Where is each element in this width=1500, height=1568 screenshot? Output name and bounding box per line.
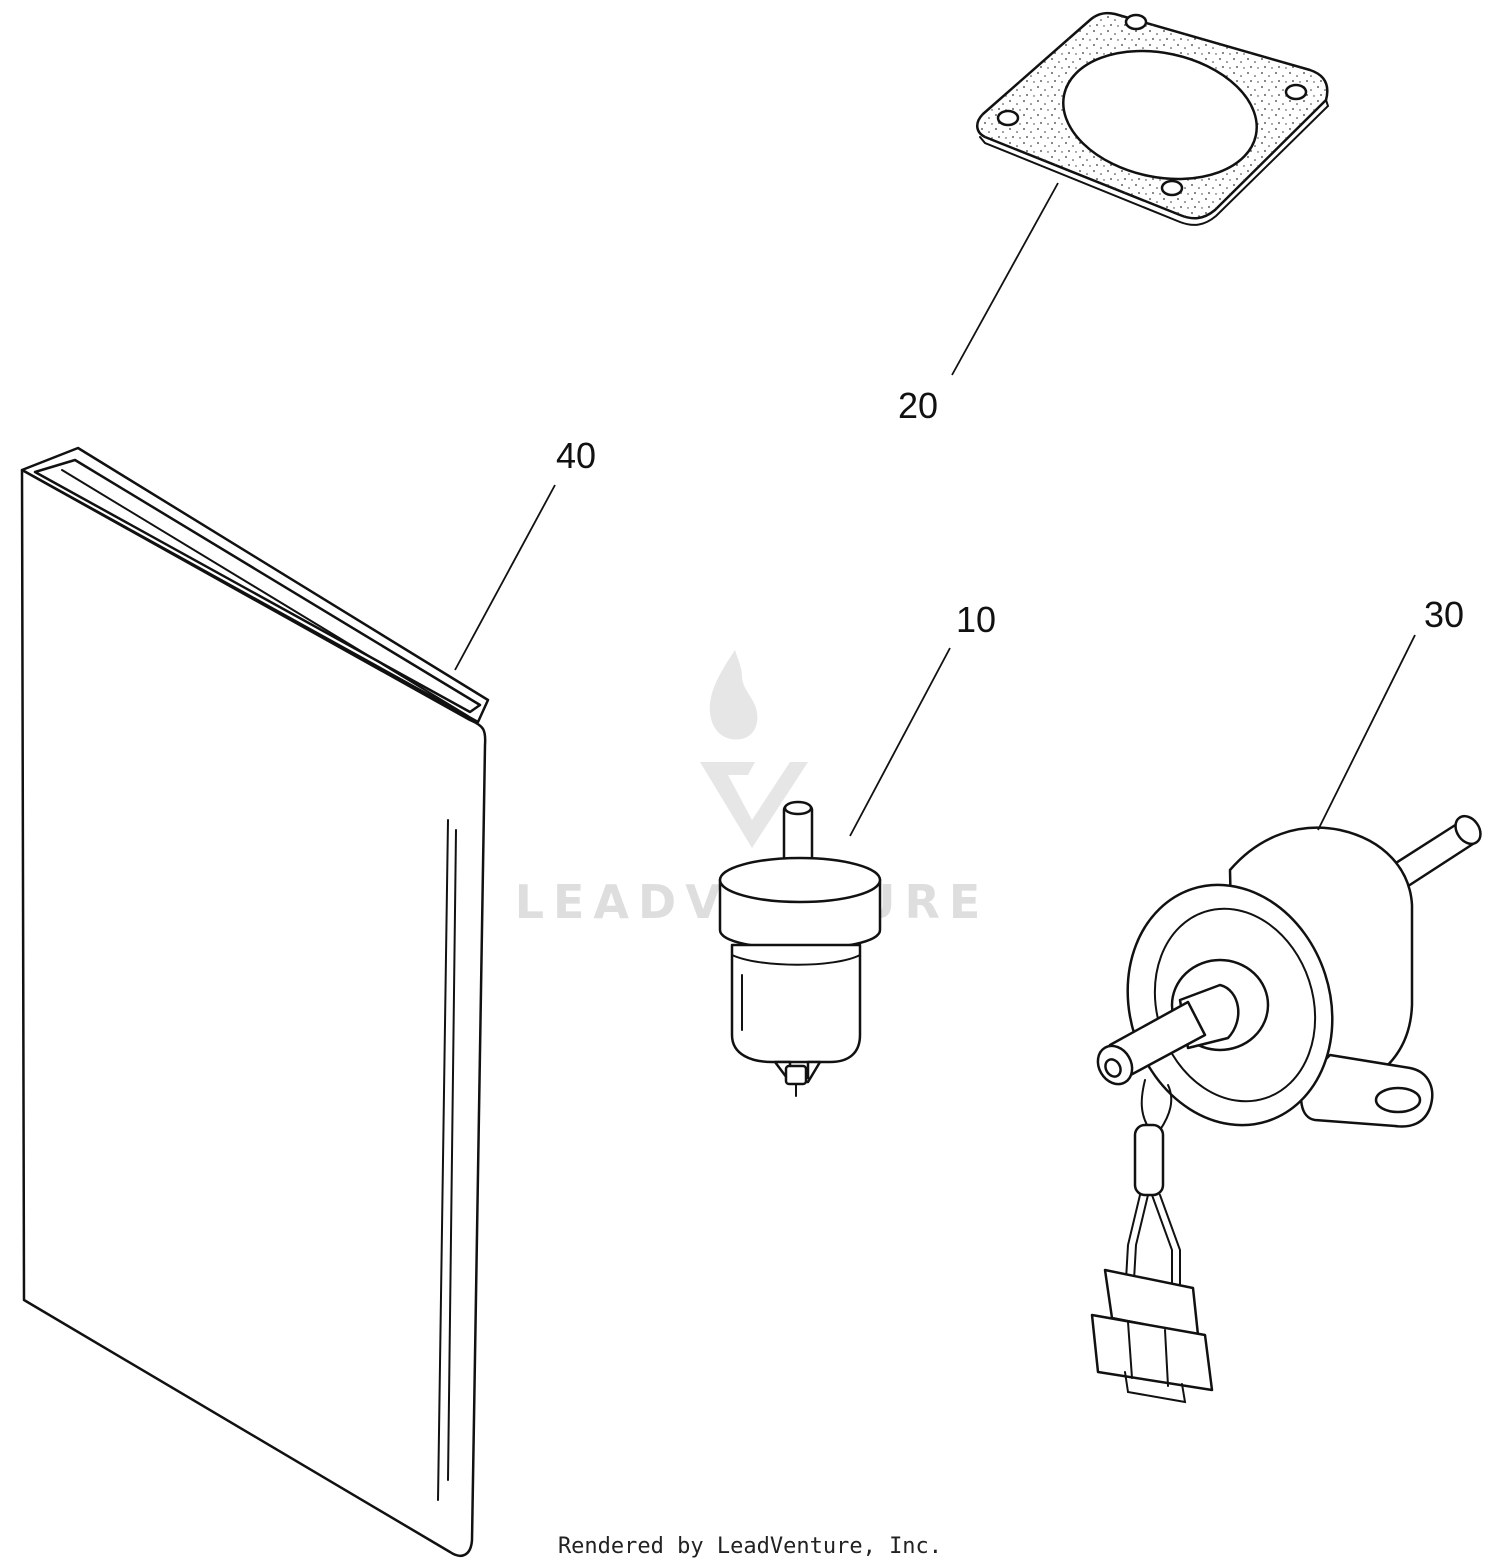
- leader-10: [849, 647, 951, 837]
- leader-20: [951, 182, 1059, 376]
- leader-30: [1317, 634, 1416, 831]
- callout-30: 30: [1424, 594, 1464, 635]
- part-30-fuel-pump: [1090, 814, 1482, 1404]
- part-20-gasket: [976, 11, 1330, 226]
- watermark-logo: [700, 650, 808, 848]
- part-40-manual: [20, 446, 490, 1557]
- callout-40: 40: [556, 435, 596, 476]
- rendered-by-credit: Rendered by LeadVenture, Inc.: [558, 1534, 942, 1559]
- callout-10: 10: [956, 599, 996, 640]
- callout-20: 20: [898, 385, 938, 426]
- leader-40: [454, 484, 556, 671]
- part-10-fuel-filter: [718, 800, 882, 1097]
